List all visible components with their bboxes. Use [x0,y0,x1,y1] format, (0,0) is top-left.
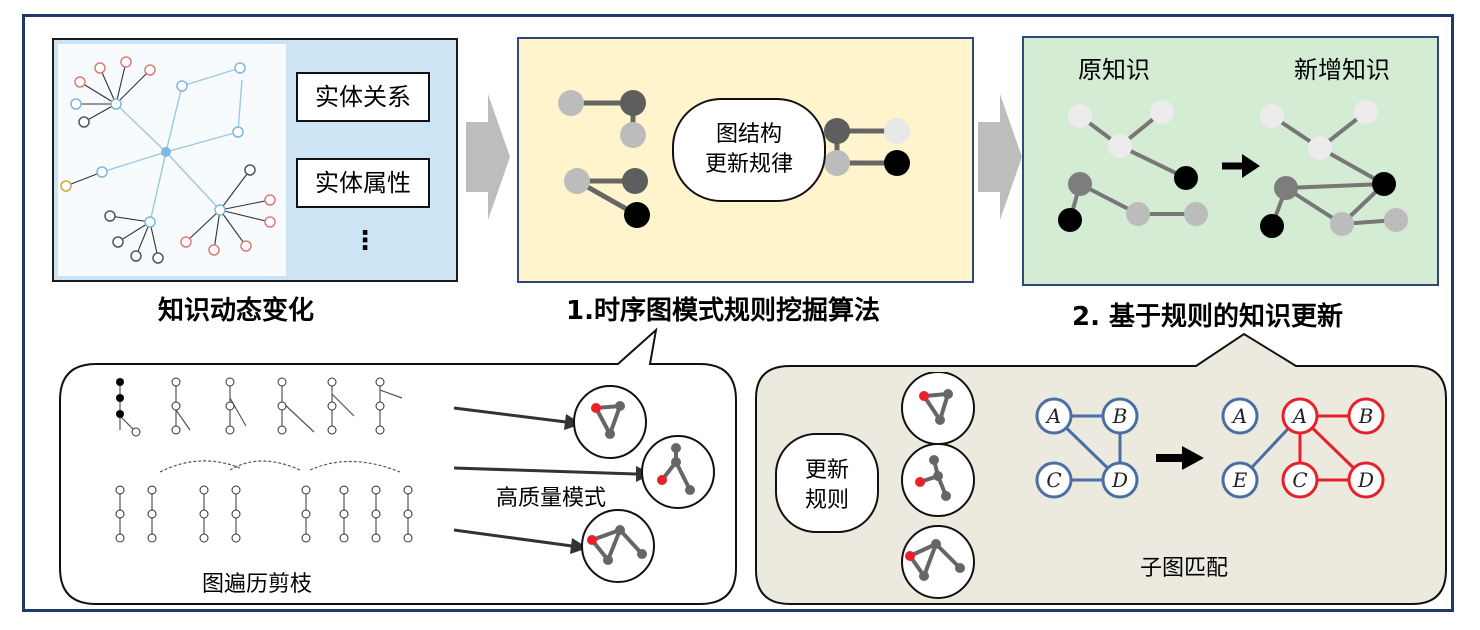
pattern-mining-caption: 1.时序图模式规则挖掘算法 [566,296,880,326]
outer-frame [22,14,1454,612]
old-knowledge-label: 原知识 [1078,56,1150,84]
knowledge-update-panel [1022,36,1439,286]
update-rule-graphs [775,372,975,599]
high-quality-pattern-label: 高质量模式 [496,486,607,511]
update-rule-label: 更新 规则 [804,458,849,513]
graph-node-label: A [1291,404,1307,428]
new-knowledge-label: 新增知识 [1294,56,1390,84]
graph-node-label: D [1357,468,1374,492]
knowledge-update-caption: 2. 基于规则的知识更新 [1072,302,1344,332]
knowledge-graph-illustration [58,44,286,276]
graph-node-label: B [1358,404,1374,428]
graph-node-label: D [1111,468,1128,492]
pattern-graphs [558,90,910,228]
graph-node-label: E [1232,468,1248,492]
flow-arrow-1 [466,94,510,220]
old-new-knowledge-graphs [1058,100,1408,238]
knowledge-change-caption: 知识动态变化 [158,296,315,326]
pruning-tree-sketches [115,377,413,543]
more-ellipsis: ⋮ [352,226,378,256]
entity-attribute-label: 实体属性 [296,158,430,208]
high-quality-patterns [453,385,715,583]
graph-node-label: C [1046,468,1061,492]
subgraph-match-graphs: A B C D A E A B C D [1035,397,1385,499]
subgraph-match-label: 子图匹配 [1140,556,1229,581]
graph-node-label: A [1231,404,1247,428]
flow-arrow-2 [978,94,1022,220]
graph-node-label: B [1112,404,1128,428]
graph-node-label: C [1292,468,1307,492]
graph-rule-bubble: 图结构 更新规律 [704,122,793,177]
entity-relation-label: 实体关系 [296,72,430,122]
graph-pruning-label: 图遍历剪枝 [202,572,313,597]
graph-node-label: A [1045,404,1061,428]
